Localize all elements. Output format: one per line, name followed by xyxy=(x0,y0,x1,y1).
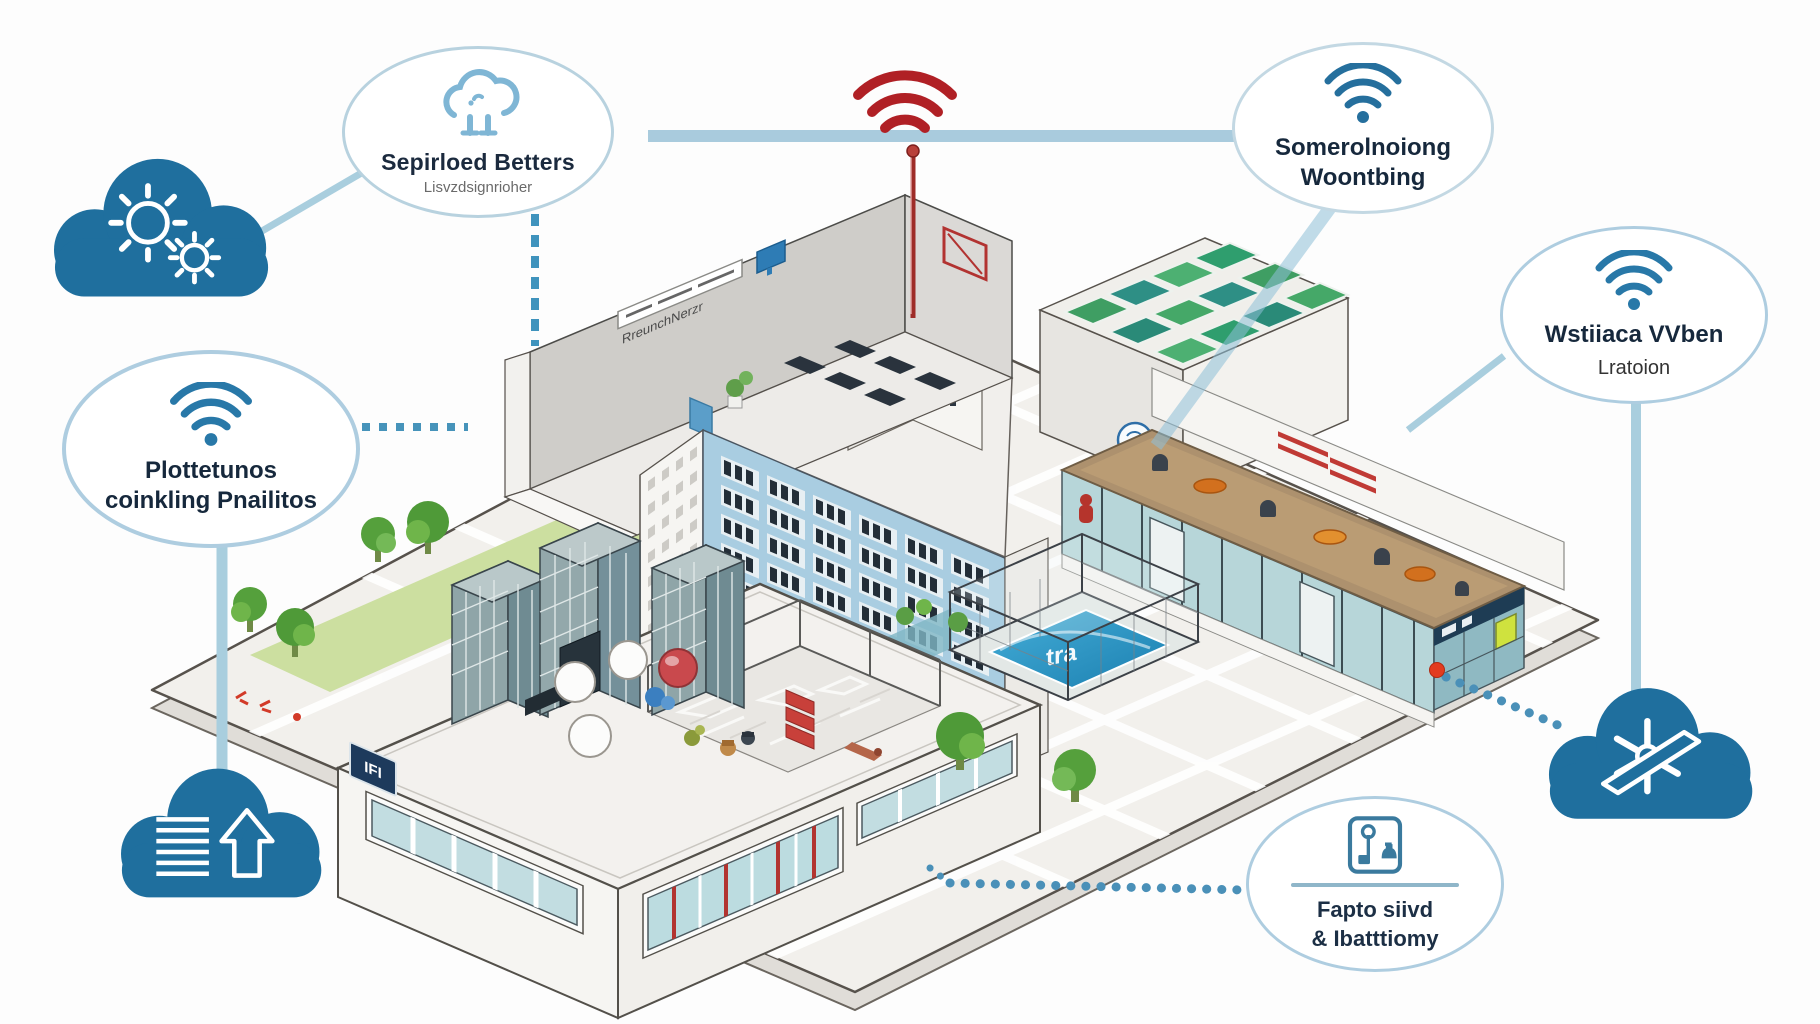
bubble-location-subtitle: Lratoion xyxy=(1597,357,1671,379)
gears-icon xyxy=(108,183,222,285)
lab-upper-wall xyxy=(1151,367,1565,591)
wifi-icon xyxy=(1595,250,1673,310)
bubble-battery-line2: & Ibatttiomy xyxy=(1311,925,1439,951)
bubble-backup-title: Sepirloed Betters xyxy=(381,149,575,176)
office-plant xyxy=(726,371,753,409)
front-building: IFI xyxy=(334,521,1044,1020)
link-monitoring-lab xyxy=(1150,204,1336,450)
bubble-backup: Sepirloed Betters Lisvzdsignrioher xyxy=(342,46,614,218)
cloud-outline-icon xyxy=(443,69,520,137)
wifi-icon xyxy=(170,382,252,446)
storefront xyxy=(642,806,844,960)
charging-station-icon xyxy=(1347,816,1403,874)
pool-label: tra xyxy=(1046,639,1077,672)
bubble-monitoring-line2: Woontbing xyxy=(1300,164,1426,191)
pool-water xyxy=(987,608,1171,690)
window-strip xyxy=(365,790,584,935)
trees-left xyxy=(231,501,449,657)
robot-models xyxy=(684,725,882,761)
red-figure xyxy=(1079,494,1093,523)
link-building-battery-dotted xyxy=(945,878,1249,895)
window-strip-right xyxy=(856,732,1018,847)
red-ball-chair xyxy=(658,648,698,688)
bubble-location-title: Wstiiaca VVben xyxy=(1544,321,1724,348)
office-red-frame xyxy=(942,225,988,282)
bubble-controls: Plottetunos coinkling Pnailitos xyxy=(62,350,360,548)
link-cloud-gears-backup xyxy=(248,164,372,242)
link-reddot-cloud-tools-dotted xyxy=(1441,672,1565,731)
link-building-battery-start xyxy=(926,864,952,886)
bubble-monitoring-line1: Somerolnoiong xyxy=(1275,134,1451,161)
connectors xyxy=(216,130,1641,895)
bubble-location: Wstiiaca VVben Lratoion xyxy=(1500,226,1768,404)
wifi-icon xyxy=(1324,63,1402,123)
bubble-monitoring: Somerolnoiong Woontbing xyxy=(1232,42,1494,214)
bubble-backup-subtitle: Lisvzdsignrioher xyxy=(423,179,533,197)
service-tools-icon xyxy=(1600,717,1702,796)
terrace-furniture xyxy=(554,640,698,758)
red-wifi-icon xyxy=(853,70,957,133)
red-dot xyxy=(1429,662,1445,678)
cloud-upload xyxy=(105,765,340,910)
entrance-plaque: IFI xyxy=(349,741,397,797)
svg-text:IFI: IFI xyxy=(364,759,382,783)
red-antenna xyxy=(906,144,920,318)
lab-glass-front xyxy=(1061,468,1435,728)
bubble-battery-divider xyxy=(1291,882,1459,887)
lab-bench-items xyxy=(1152,454,1469,596)
bubble-controls-line2: coinkling Pnailitos xyxy=(104,487,318,514)
bubble-battery: Fapto siivd & Ibatttiomy xyxy=(1246,796,1504,972)
lab-building xyxy=(1059,367,1565,728)
red-shelf xyxy=(785,689,815,750)
bubble-battery-line1: Fapto siivd xyxy=(1316,896,1434,922)
courtyard-trees xyxy=(936,712,1096,802)
link-location-lab xyxy=(1405,353,1507,433)
cloud-tools xyxy=(1537,683,1767,833)
red-markers xyxy=(235,690,301,721)
bubble-controls-line1: Plottetunos xyxy=(145,457,277,484)
cloud-gears xyxy=(40,155,285,310)
upload-list-icon xyxy=(156,808,275,878)
office-desks xyxy=(784,340,956,406)
